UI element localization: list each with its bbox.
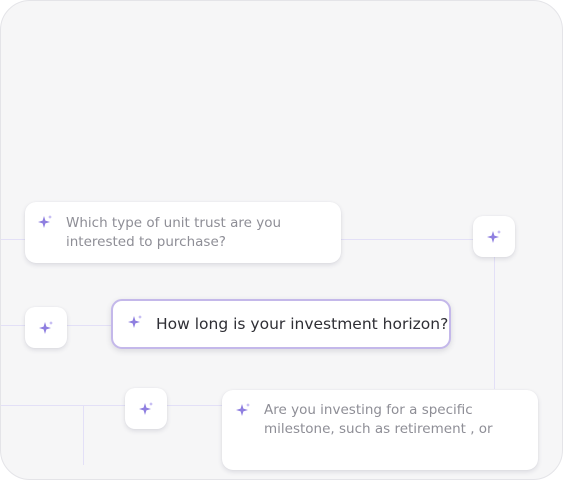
prompt-card-milestone[interactable]: Are you investing for a specific milesto…: [222, 390, 538, 470]
prompt-text: Which type of unit trust are you interes…: [66, 215, 282, 250]
sparkle-icon: [139, 401, 153, 415]
sparkle-icon: [128, 315, 142, 328]
sparkle-node[interactable]: [473, 216, 515, 257]
sparkle-node[interactable]: [25, 307, 67, 348]
connector-line: [494, 239, 495, 389]
prompt-text: Are you investing for a specific milesto…: [264, 402, 493, 437]
sparkle-icon: [38, 215, 52, 228]
sparkle-icon: [236, 403, 250, 416]
prompt-card-unit-trust[interactable]: Which type of unit trust are you interes…: [25, 202, 341, 263]
prompt-card-horizon[interactable]: How long is your investment horizon?: [111, 299, 451, 349]
sparkle-node[interactable]: [125, 388, 167, 429]
prompt-text: How long is your investment horizon?: [156, 315, 449, 333]
sparkle-icon: [487, 229, 501, 243]
connector-line: [1, 405, 231, 406]
sparkle-icon: [39, 320, 53, 334]
connector-line: [83, 405, 84, 465]
